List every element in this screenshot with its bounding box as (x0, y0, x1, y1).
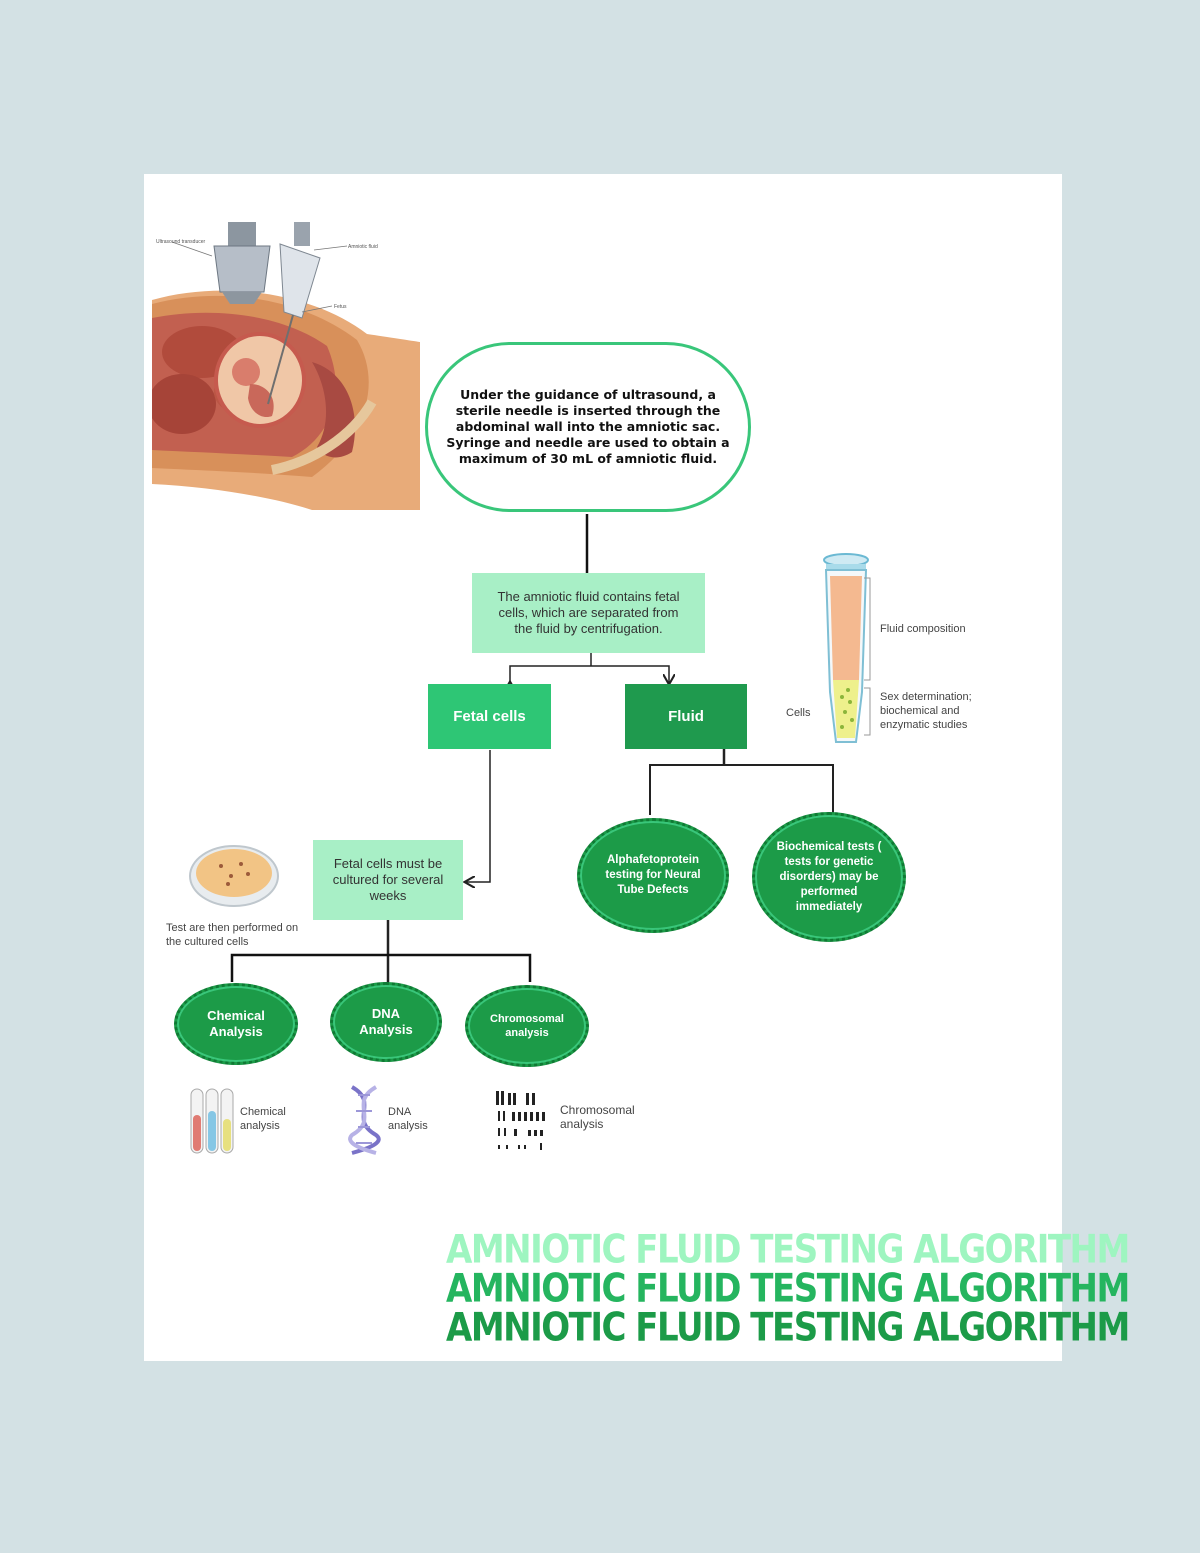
illustration-label-amniotic-fluid: Amniotic fluid (348, 244, 378, 250)
fluid-label: Fluid (668, 708, 704, 725)
biochemical-test-label: Biochemical tests ( tests for genetic di… (776, 840, 882, 913)
procedure-oval: Under the guidance of ultrasound, a ster… (425, 342, 751, 512)
illustration-label-fetus: Fetus (334, 304, 347, 310)
fetal-cells-box: Fetal cells (428, 684, 551, 749)
karyotype-icon (496, 1091, 545, 1150)
dna-icon-label: DNA analysis (388, 1106, 428, 1132)
afp-test-label: Alphafetoprotein testing for Neural Tube… (605, 854, 701, 896)
fluid-composition-label: Fluid composition (880, 623, 966, 635)
afp-test-circle: Alphafetoprotein testing for Neural Tube… (577, 818, 729, 933)
cells-label: Cells (786, 707, 811, 719)
test-tubes-icon (190, 1088, 234, 1154)
title-dark: AMNIOTIC FLUID TESTING ALGORITHM (446, 1305, 1130, 1351)
dna-icon (348, 1085, 381, 1155)
biochemical-test-circle: Biochemical tests ( tests for genetic di… (752, 812, 906, 942)
illustration-label-transducer: Ultrasound transducer (156, 239, 206, 245)
fluid-box: Fluid (625, 684, 747, 749)
chromosomal-icon-label: Chromosomal analysis (560, 1103, 635, 1131)
petri-dish-icon (189, 845, 279, 907)
title-mid: AMNIOTIC FLUID TESTING ALGORITHM (446, 1266, 1130, 1312)
dna-analysis-circle: DNA Analysis (330, 982, 442, 1062)
culture-text: Fetal cells must be cultured for several… (332, 856, 444, 903)
studies-label: Sex determination; biochemical and enzym… (880, 691, 972, 731)
chemical-analysis-label: Chemical Analysis (207, 1008, 265, 1039)
culture-box: Fetal cells must be cultured for several… (313, 840, 463, 920)
centrifuge-tube-icon (823, 553, 869, 743)
amniocentesis-illustration: Ultrasound transducer Amniotic fluid Fet… (152, 222, 420, 510)
chromosomal-analysis-circle: Chromosomal analysis (465, 985, 589, 1067)
dna-analysis-label: DNA Analysis (359, 1006, 413, 1037)
centrifuge-box: The amniotic fluid contains fetal cells,… (472, 573, 705, 653)
culture-note: Test are then performed on the cultured … (166, 922, 299, 948)
chemical-icon-label: Chemical analysis (240, 1106, 286, 1132)
fetal-cells-label: Fetal cells (453, 708, 526, 725)
tube-brackets (864, 577, 871, 736)
chemical-analysis-circle: Chemical Analysis (174, 983, 298, 1065)
chromosomal-analysis-label: Chromosomal analysis (490, 1013, 564, 1039)
title-light: AMNIOTIC FLUID TESTING ALGORITHM (446, 1227, 1130, 1273)
procedure-text: Under the guidance of ultrasound, a ster… (446, 387, 730, 466)
centrifuge-text: The amniotic fluid contains fetal cells,… (497, 589, 680, 636)
